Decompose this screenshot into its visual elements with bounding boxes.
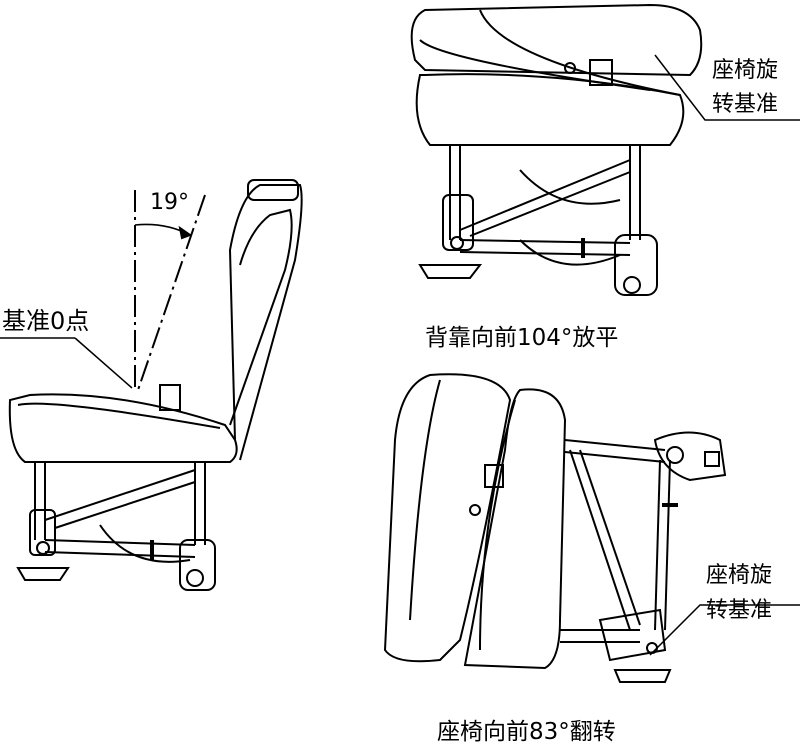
caption-seat-tipped: 座椅向前83°翻转 (437, 719, 616, 745)
pivot-label-top-line1: 座椅旋 (712, 58, 779, 83)
pivot-leader-line-top (654, 54, 800, 121)
seat-tipped-forward-drawing (383, 373, 727, 683)
pivot-label-bottom-line1: 座椅旋 (706, 563, 773, 588)
caption-backrest-flat: 背靠向前104°放平 (425, 325, 619, 351)
pivot-label-top-line2: 转基准 (712, 92, 779, 117)
seat-upright-drawing (8, 179, 303, 591)
backrest-angle-label: 19° (150, 190, 189, 215)
reference-zero-point-label: 基准0点 (2, 307, 90, 335)
reference-leader-line (74, 337, 133, 389)
pivot-label-bottom-line2: 转基准 (706, 598, 773, 623)
pivot-leader-line-bottom (649, 604, 800, 656)
seat-backrest-flat-drawing (410, 3, 703, 296)
